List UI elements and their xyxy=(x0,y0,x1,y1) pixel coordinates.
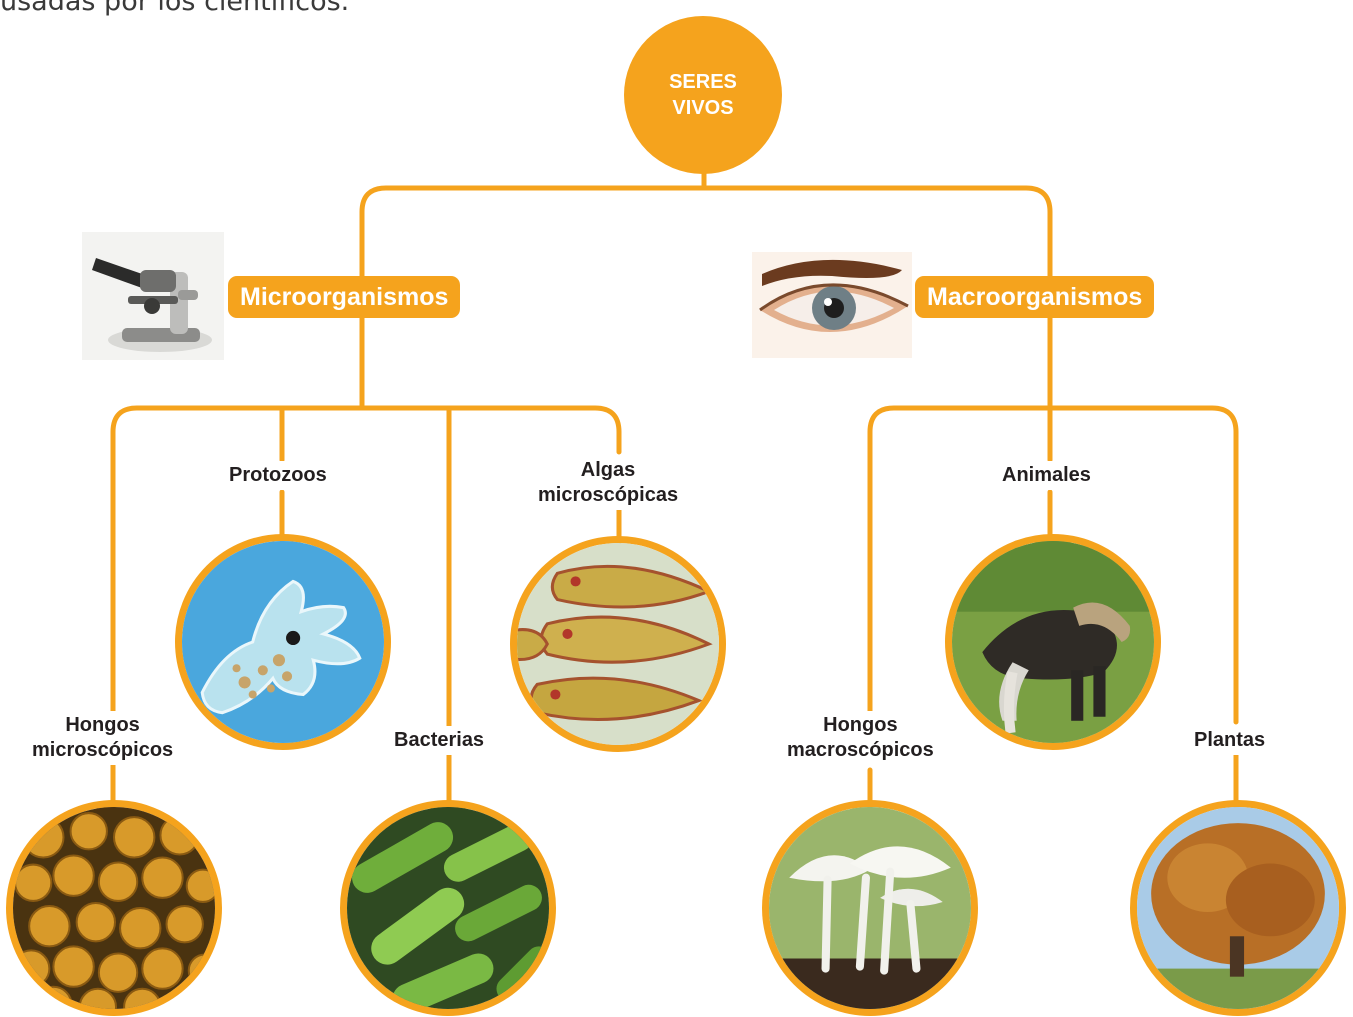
root-label-line2: VIVOS xyxy=(672,95,733,121)
microscope-icon xyxy=(82,232,224,360)
root-node-seres-vivos: SERES VIVOS xyxy=(624,16,782,174)
label-plantas: Plantas xyxy=(1190,726,1269,755)
algas-image xyxy=(510,536,726,752)
root-label-line1: SERES xyxy=(669,69,737,95)
label-algas-microscopicas: Algas microscópicas xyxy=(534,456,682,510)
label-protozoos: Protozoos xyxy=(225,461,331,490)
label-hongos-microscopicos: Hongos microscópicos xyxy=(28,711,177,765)
category-macroorganismos: Macroorganismos xyxy=(915,276,1154,318)
label-hongos-macroscopicos: Hongos macroscópicos xyxy=(783,711,938,765)
label-animales: Animales xyxy=(998,461,1095,490)
category-microorganismos: Microorganismos xyxy=(228,276,460,318)
animales-image xyxy=(945,534,1161,750)
eye-icon xyxy=(752,252,912,358)
plantas-image xyxy=(1130,800,1346,1016)
bacterias-image xyxy=(340,800,556,1016)
label-bacterias: Bacterias xyxy=(390,726,488,755)
hongos-macroscopicos-image xyxy=(762,800,978,1016)
hongos-microscopicos-image xyxy=(6,800,222,1016)
protozoo-image xyxy=(175,534,391,750)
